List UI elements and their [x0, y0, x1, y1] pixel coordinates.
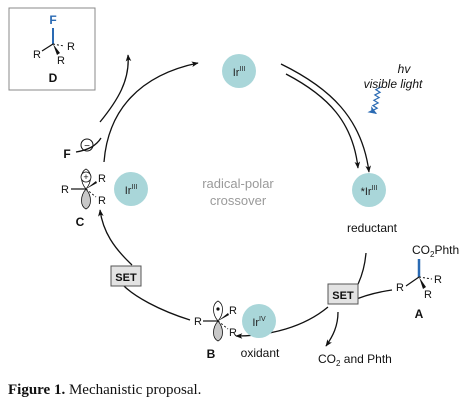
- svg-text:IrIV: IrIV: [252, 316, 266, 329]
- center-label-line1: radical-polar: [202, 176, 274, 191]
- cycle-arc-bottom-left: [123, 285, 191, 321]
- ir-iii-left: IrIII: [114, 172, 148, 206]
- byproduct-label: CO2 and Phth: [318, 352, 392, 368]
- svg-text:R: R: [98, 195, 106, 207]
- caption-text: Mechanistic proposal.: [65, 382, 202, 398]
- compound-c-label: C: [76, 215, 85, 229]
- compound-b-label: B: [207, 347, 216, 361]
- figure-label: Figure 1.: [8, 382, 66, 398]
- svg-text:*IrIII: *IrIII: [361, 185, 378, 198]
- compound-d-label: D: [49, 71, 58, 85]
- fluoride-ion: F −: [63, 138, 94, 161]
- svg-text:CO2Phth: CO2Phth: [412, 243, 459, 259]
- center-label-line2: crossover: [210, 193, 267, 208]
- svg-text:R: R: [57, 55, 65, 67]
- svg-text:R: R: [67, 41, 75, 53]
- svg-text:IrIII: IrIII: [233, 66, 246, 79]
- figure-caption: Figure 1. Mechanistic proposal.: [8, 382, 201, 399]
- plus-charge: +: [83, 172, 88, 182]
- svg-text:R: R: [396, 282, 404, 294]
- light-label-visible: visible light: [364, 77, 423, 91]
- cycle-arc-excitation-inner: [285, 73, 361, 169]
- svg-text:R: R: [61, 184, 69, 196]
- svg-text:F: F: [63, 147, 70, 161]
- light-label-hv: hv: [398, 62, 412, 76]
- ir-iv-bottom: IrIV: [242, 304, 276, 338]
- fluorine-atom: F: [49, 13, 56, 27]
- cycle-arc-top-left: [103, 61, 199, 163]
- radical-b: R R R B: [194, 300, 237, 361]
- svg-text:R: R: [98, 173, 106, 185]
- product-release-arrow: [99, 54, 132, 123]
- light-wavy-arrow: [367, 86, 382, 115]
- svg-text:IrIII: IrIII: [125, 184, 138, 197]
- co2-release-arrow: [325, 311, 339, 347]
- compound-a-label: A: [415, 307, 424, 321]
- set-box-right: SET: [327, 283, 359, 305]
- oxidant-label: oxidant: [241, 346, 280, 360]
- cycle-arc-left: [98, 209, 133, 266]
- carbocation-c: + R R R C: [61, 168, 106, 229]
- cycle-arc-bottom: [235, 306, 329, 339]
- svg-text:R: R: [229, 305, 237, 317]
- svg-text:R: R: [434, 274, 442, 286]
- ir-iii-excited: *IrIII: [352, 173, 386, 207]
- set-box-left: SET: [110, 265, 142, 287]
- cycle-arc-excitation-outer: [280, 63, 371, 173]
- svg-text:R: R: [229, 327, 237, 339]
- svg-text:R: R: [33, 49, 41, 61]
- svg-text:−: −: [84, 141, 90, 152]
- substrate-a: CO2Phth R R R A: [396, 243, 459, 321]
- fluoride-addition-arrow: [75, 137, 102, 153]
- product-d-box: F R R R D: [8, 7, 96, 91]
- svg-text:SET: SET: [115, 272, 137, 284]
- ir-iii-top: IrIII: [222, 54, 256, 88]
- svg-text:SET: SET: [332, 290, 354, 302]
- svg-text:R: R: [424, 289, 432, 301]
- svg-text:R: R: [194, 316, 202, 328]
- reductant-label: reductant: [347, 221, 398, 235]
